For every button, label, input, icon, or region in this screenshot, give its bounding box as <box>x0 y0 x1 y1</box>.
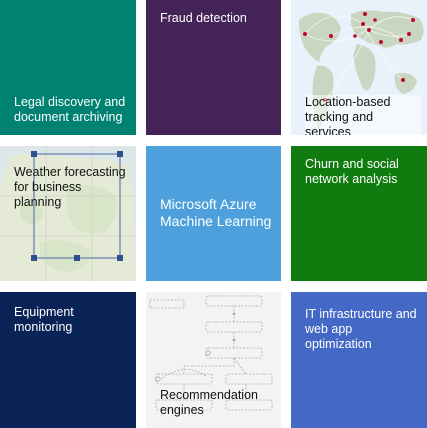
tile-azure-machine-learning[interactable]: Microsoft Azure Machine Learning <box>146 146 281 281</box>
tile-label: Recommendation engines <box>160 388 258 417</box>
tile-weather-forecasting[interactable]: Weather forecasting for business plannin… <box>0 146 136 281</box>
europe-map-image <box>0 146 136 281</box>
tile-label: Location-based tracking and services <box>305 95 421 135</box>
tile-label: Equipment monitoring <box>14 305 74 334</box>
tile-it-infrastructure[interactable]: IT infrastructure and web app optimizati… <box>291 292 427 428</box>
workflow-diagram-image <box>146 292 281 428</box>
tile-label: Churn and social network analysis <box>305 157 399 186</box>
tile-label: Weather forecasting for business plannin… <box>14 165 126 209</box>
tile-location-tracking[interactable]: Location-based tracking and services <box>291 0 427 135</box>
tile-label: Legal discovery and document archiving <box>14 95 126 124</box>
tile-legal-discovery[interactable]: Legal discovery and document archiving <box>0 0 136 135</box>
tile-label: IT infrastructure and web app optimizati… <box>305 307 417 351</box>
tile-recommendation-engines[interactable]: Recommendation engines <box>146 292 281 428</box>
tile-fraud-detection[interactable]: Fraud detection <box>146 0 281 135</box>
tile-equipment-monitoring[interactable]: Equipment monitoring <box>0 292 136 428</box>
tile-churn-social-analysis[interactable]: Churn and social network analysis <box>291 146 427 281</box>
tile-label: Fraud detection <box>160 11 247 25</box>
tile-label: Microsoft Azure Machine Learning <box>160 196 272 229</box>
